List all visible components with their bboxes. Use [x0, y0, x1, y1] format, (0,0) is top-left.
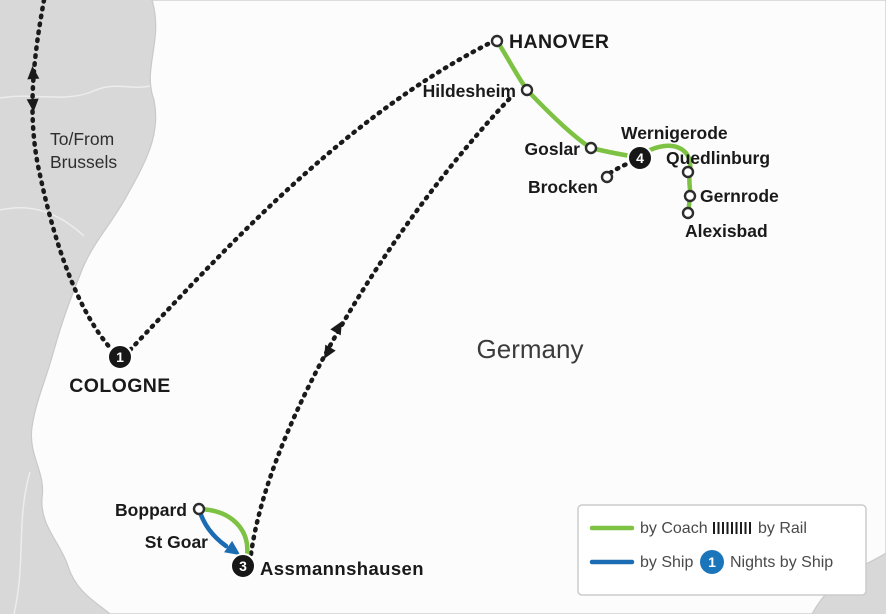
legend: by Coach by Rail by Ship 1 Nights by Shi…: [577, 504, 867, 596]
country-border-line: [0, 85, 151, 99]
rail-route-brussels-cologne: [30, 0, 115, 353]
rail-direction-arrow-southwest: [324, 344, 336, 359]
city-label-st-goar: St Goar: [145, 532, 208, 552]
city-marker-quedlinburg: [681, 165, 695, 179]
country-label: Germany: [477, 334, 584, 364]
legend-ship-label: by Ship: [640, 554, 693, 571]
night-badge-assmannshausen-count: 3: [239, 558, 247, 574]
city-marker-brocken: [600, 170, 614, 184]
coach-route-hildesheim-goslar: [524, 87, 594, 151]
city-label-gernrode: Gernrode: [700, 186, 779, 206]
city-marker-alexisbad: [681, 206, 695, 220]
night-badge-wernigerode-circle: [627, 145, 653, 171]
night-badge-cologne-circle: [107, 344, 133, 370]
legend-nights-label: Nights by Ship: [730, 554, 833, 571]
legend-nights-badge-icon: [700, 550, 724, 574]
city-label-quedlinburg: Quedlinburg: [666, 148, 770, 168]
rail-direction-arrow-northeast: [330, 321, 342, 336]
city-marker-hanover: [490, 34, 504, 48]
route-note-line2: Brussels: [50, 152, 117, 172]
city-label-hanover: HANOVER: [509, 31, 609, 53]
coach-route-wernigerode-alexisbad: [643, 143, 693, 215]
city-label-wernigerode: Wernigerode: [621, 123, 728, 143]
rail-route-cologne-hanover: [127, 41, 491, 353]
rail-direction-arrow-up: [27, 66, 40, 80]
legend-nights-badge-count: 1: [708, 554, 716, 570]
city-label-cologne: COLOGNE: [69, 375, 170, 397]
legend-rail-bars-icon: [713, 522, 751, 534]
city-label-alexisbad: Alexisbad: [685, 221, 768, 241]
rail-route-assmannshausen-hildesheim: [248, 93, 515, 557]
night-badge-assmannshausen: 3: [230, 553, 256, 579]
night-badge-wernigerode: 4: [627, 145, 653, 171]
coach-route-boppard-assmannshausen: [196, 506, 250, 559]
city-marker-gernrode: [683, 189, 697, 203]
ship-direction-arrow: [224, 540, 241, 556]
city-label-brocken: Brocken: [528, 177, 598, 197]
city-label-goslar: Goslar: [525, 139, 581, 159]
legend-coach-label: by Coach: [640, 520, 708, 537]
legend-box: [577, 504, 867, 596]
route-note-line1: To/From: [50, 129, 114, 149]
city-marker-hildesheim: [520, 83, 534, 97]
city-marker-boppard: [192, 502, 206, 516]
night-badge-cologne: 1: [107, 344, 133, 370]
legend-rail-label: by Rail: [758, 520, 807, 537]
country-border-line: [13, 471, 31, 614]
city-label-boppard: Boppard: [115, 500, 187, 520]
night-badge-wernigerode-count: 4: [636, 150, 644, 166]
rail-direction-arrow-down: [26, 98, 39, 112]
night-badge-assmannshausen-circle: [230, 553, 256, 579]
country-border-line: [0, 206, 85, 237]
city-label-hildesheim: Hildesheim: [423, 81, 516, 101]
germany-landmass: [30, 0, 886, 614]
city-label-assmannshausen: Assmannshausen: [260, 558, 424, 579]
city-marker-goslar: [584, 141, 598, 155]
night-badge-cologne-count: 1: [116, 349, 124, 365]
